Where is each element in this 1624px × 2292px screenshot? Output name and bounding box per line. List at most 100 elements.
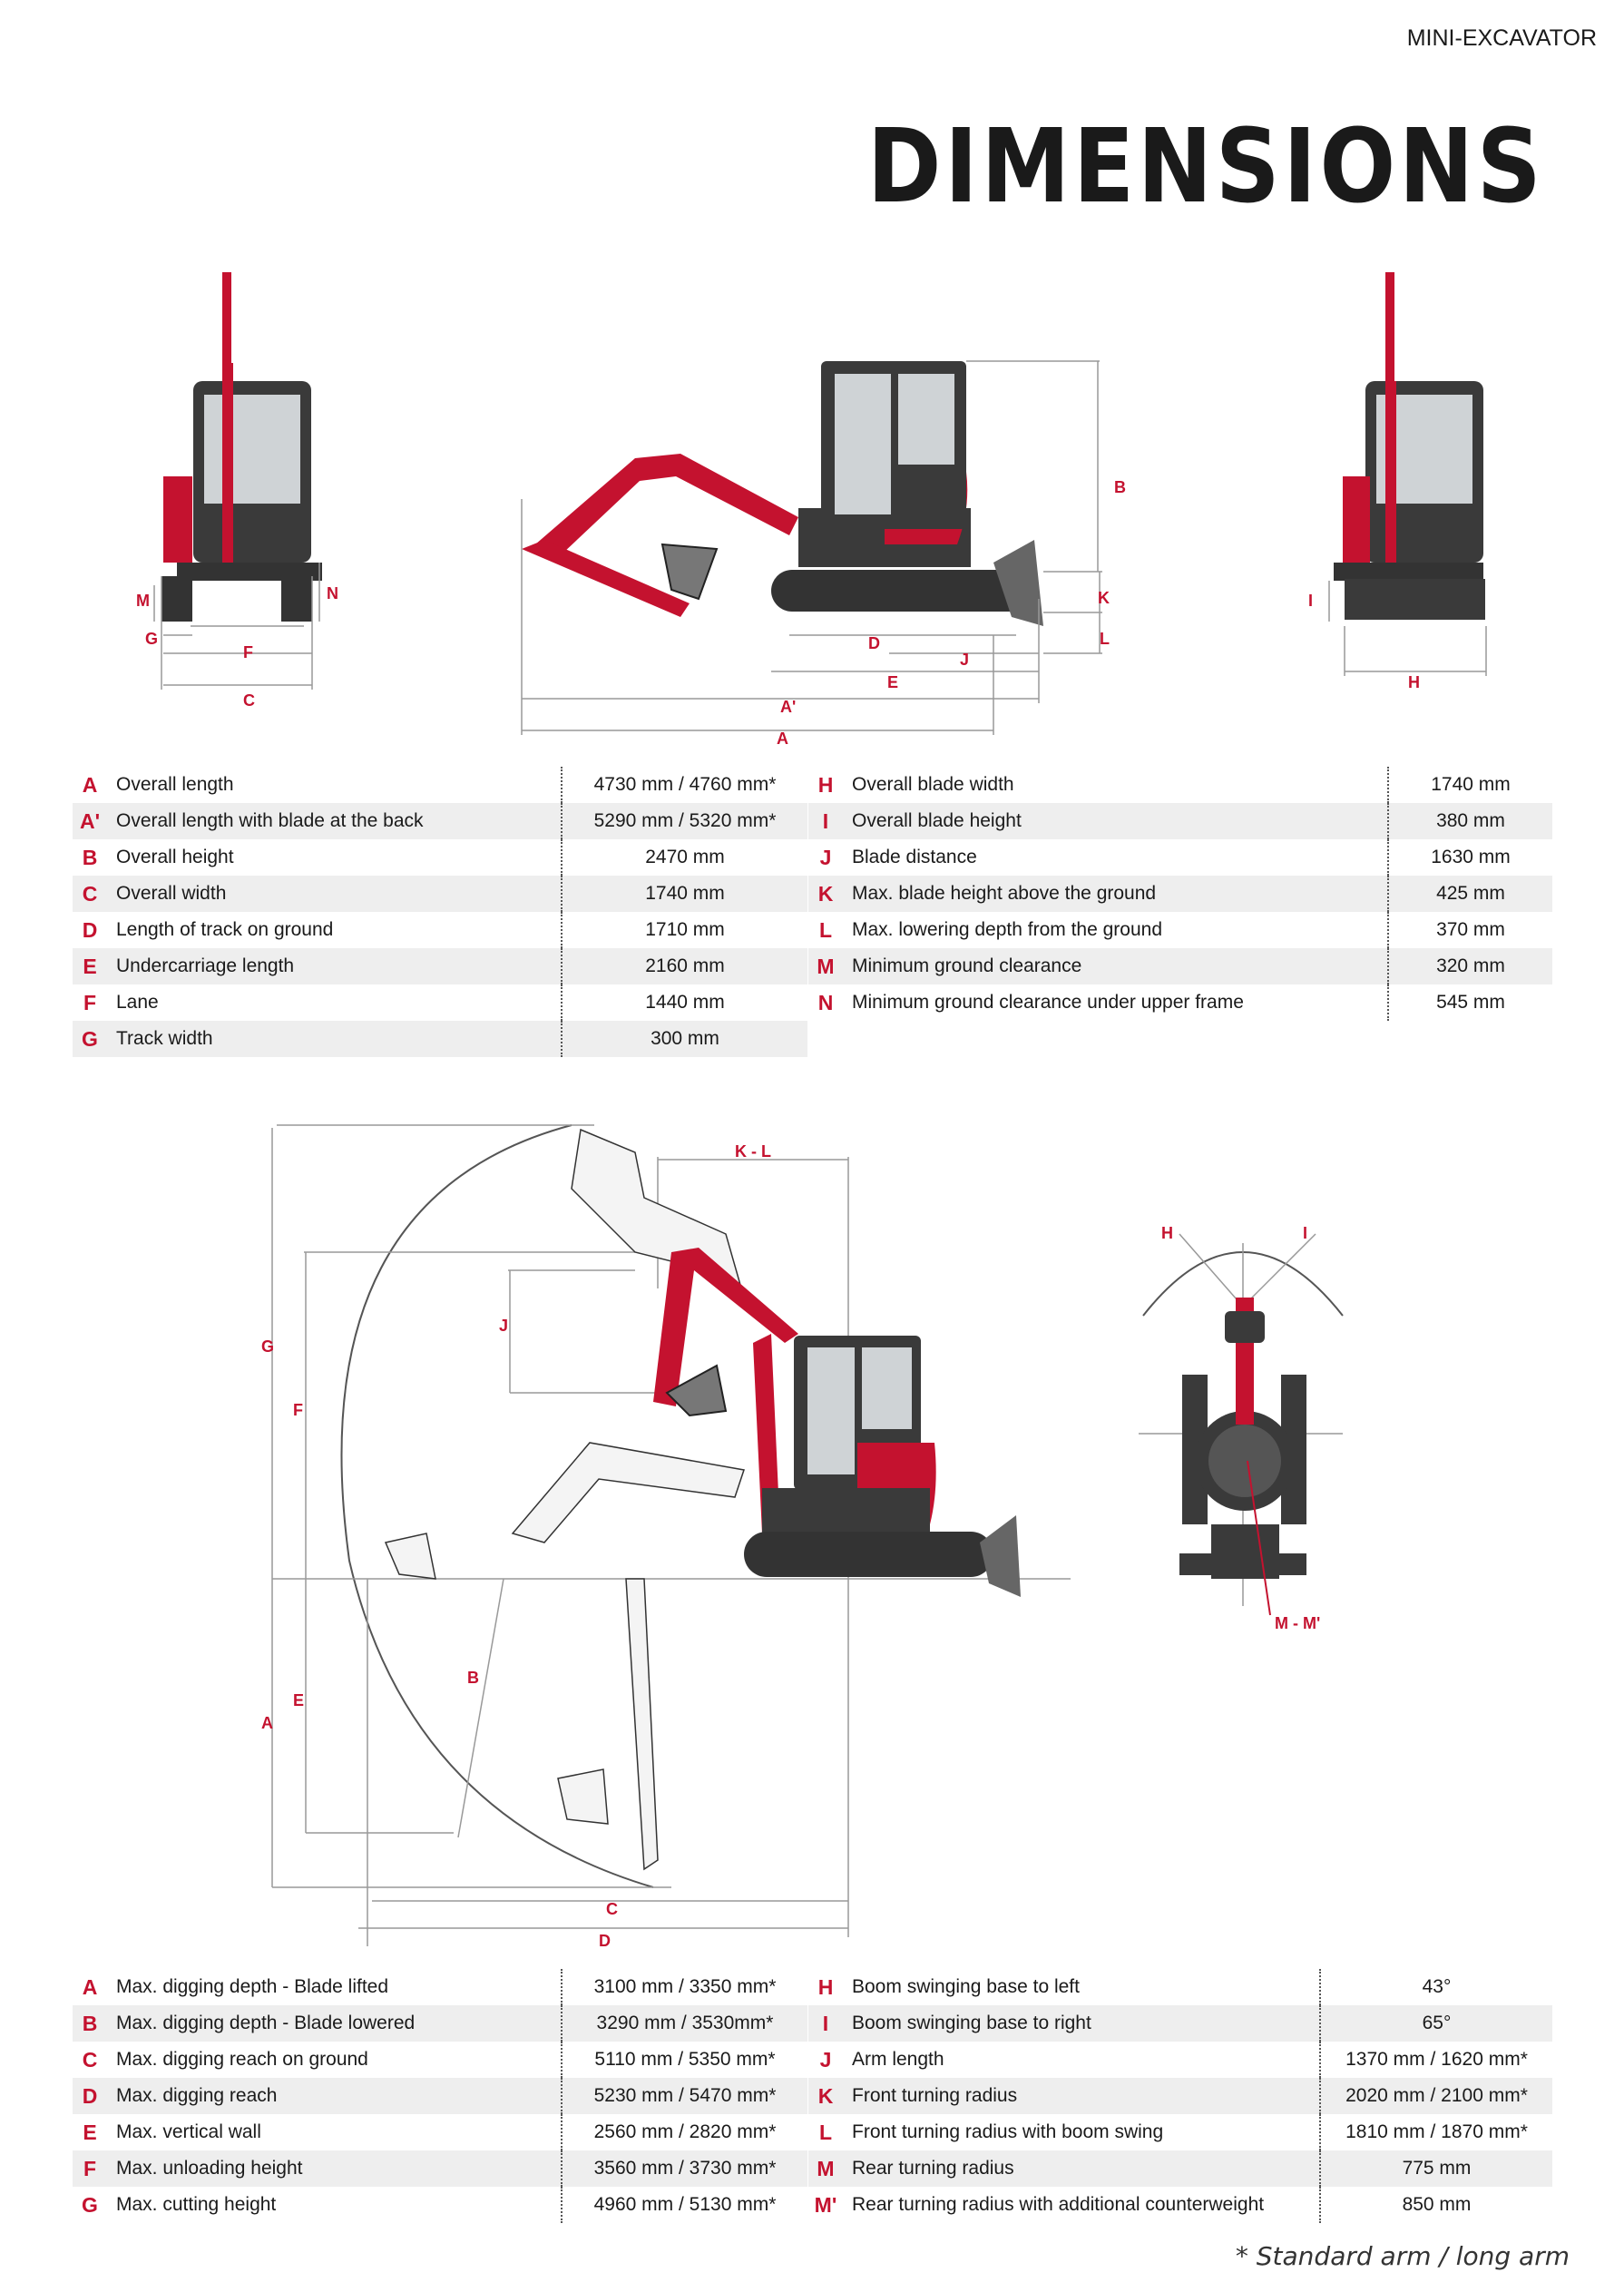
row-value: 850 mm (1319, 2187, 1552, 2223)
row-value: 1440 mm (561, 984, 807, 1021)
row-letter: N (817, 990, 834, 1014)
row-letter: I (808, 803, 843, 839)
row-label: Boom swinging base to right (843, 2005, 1320, 2042)
row-letter: L (818, 917, 833, 942)
label-reach-j: J (499, 1317, 508, 1335)
table-row: D Length of track on ground 1710 mm (73, 912, 807, 948)
label-front-c: C (243, 691, 255, 710)
row-label: Overall blade width (852, 774, 1014, 795)
row-label: Blade distance (852, 847, 977, 867)
label-reach-e: E (293, 1691, 304, 1709)
row-value: 1710 mm (561, 912, 807, 948)
row-label: Overall length (116, 774, 234, 795)
row-letter: K (808, 876, 843, 912)
row-value: 65° (1319, 2005, 1552, 2042)
row-label: Length of track on ground (116, 919, 334, 940)
row-value: 1740 mm (1387, 767, 1552, 803)
label-top-mm: M - M' (1275, 1614, 1320, 1632)
row-value: 4960 mm / 5130 mm* (561, 2187, 807, 2223)
label-side-l: L (1100, 630, 1110, 648)
label-reach-c: C (606, 1900, 618, 1918)
label-front-g: G (145, 630, 158, 648)
label-reach-a: A (261, 1714, 273, 1732)
label-front-f: F (243, 643, 253, 661)
row-letter: F (83, 990, 97, 1014)
row-value: 2160 mm (561, 948, 807, 984)
row-label: Overall blade height (843, 803, 1388, 839)
row-label: Max. vertical wall (116, 2121, 261, 2142)
label-top-h: H (1161, 1224, 1173, 1242)
row-label: Rear turning radius (843, 2150, 1320, 2187)
label-rear-i: I (1308, 592, 1313, 610)
row-letter: E (83, 2120, 97, 2144)
table-row: G Max. cutting height 4960 mm / 5130 mm* (73, 2187, 807, 2223)
category-label: MINI-EXCAVATOR (1406, 25, 1597, 51)
row-label: Lane (116, 992, 159, 1013)
row-letter: D (82, 917, 98, 942)
label-side-k: K (1098, 589, 1110, 607)
row-label: Arm length (852, 2049, 944, 2070)
arm-positions (384, 1128, 746, 1871)
front-view-excavator (161, 272, 322, 622)
row-letter: C (73, 876, 107, 912)
label-front-n: N (327, 584, 338, 602)
row-letter: M' (814, 2192, 837, 2217)
row-letter: K (808, 2078, 843, 2114)
row-value: 4730 mm / 4760 mm* (561, 767, 807, 803)
row-value: 370 mm (1387, 912, 1552, 948)
row-letter: M (808, 948, 843, 984)
footnote: * Standard arm / long arm (1235, 2241, 1570, 2271)
row-value: 1370 mm / 1620 mm* (1319, 2042, 1552, 2078)
row-value: 43° (1319, 1969, 1552, 2005)
row-label: Max. cutting height (116, 2194, 277, 2215)
row-letter: B (82, 845, 98, 869)
label-reach-f: F (293, 1401, 303, 1419)
row-value: 3560 mm / 3730 mm* (561, 2150, 807, 2187)
label-reach-d: D (599, 1932, 611, 1950)
row-label: Max. digging reach on ground (116, 2049, 368, 2070)
row-label: Max. unloading height (107, 2150, 562, 2187)
reach-view-excavator (744, 1336, 1021, 1597)
row-letter: B (73, 2005, 107, 2042)
row-label: Overall length with blade at the back (107, 803, 562, 839)
page-title: DIMENSIONS (866, 108, 1544, 226)
row-letter: E (73, 948, 107, 984)
row-value: 320 mm (1387, 948, 1552, 984)
row-label: Minimum ground clearance under upper fra… (852, 992, 1244, 1013)
row-label: Max. digging depth - Blade lowered (107, 2005, 562, 2042)
row-letter: J (819, 845, 832, 869)
row-value: 545 mm (1387, 984, 1552, 1021)
row-label: Rear turning radius with additional coun… (852, 2194, 1265, 2215)
label-side-b: B (1114, 478, 1126, 496)
row-label: Max. digging depth - Blade lifted (116, 1976, 389, 1997)
row-label: Max. lowering depth from the ground (852, 919, 1163, 940)
row-letter: G (82, 2192, 98, 2217)
row-letter: D (73, 2078, 107, 2114)
row-label: Overall height (116, 847, 234, 867)
row-label: Front turning radius with boom swing (852, 2121, 1164, 2142)
row-value: 3290 mm / 3530mm* (561, 2005, 807, 2042)
label-side-j: J (960, 651, 969, 669)
row-value: 300 mm (561, 1021, 807, 1057)
row-label: Track width (107, 1021, 562, 1057)
top-view-excavator (1139, 1233, 1344, 1616)
row-letter: G (73, 1021, 107, 1057)
